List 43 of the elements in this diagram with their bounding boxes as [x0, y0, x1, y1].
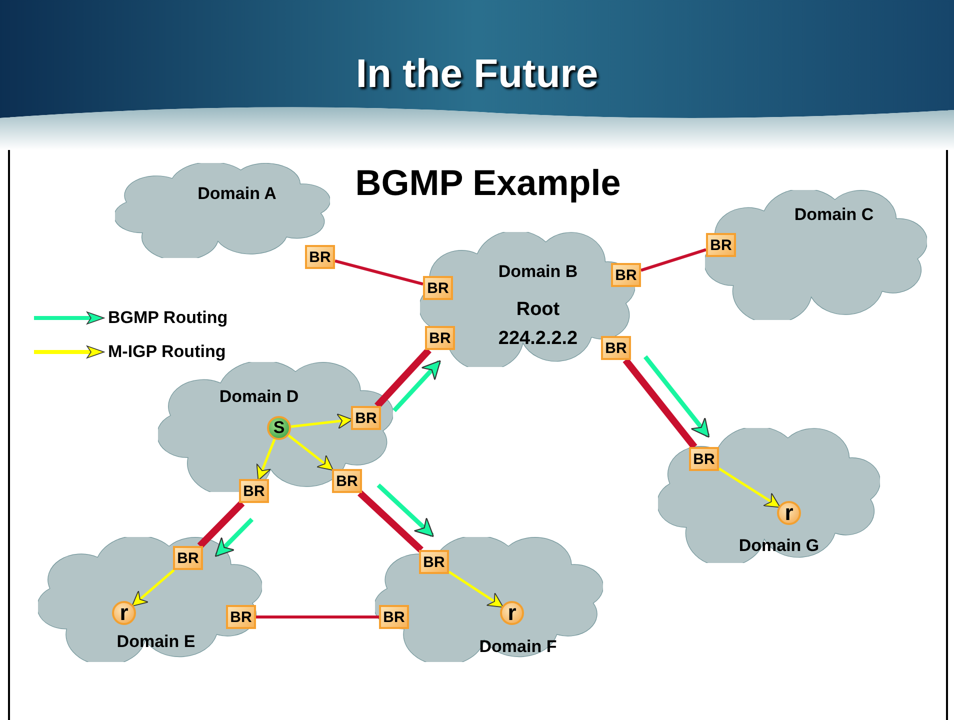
arrow [214, 518, 254, 557]
arrow [448, 570, 504, 608]
domain-label: Domain D [219, 387, 299, 407]
router-box: BR [425, 326, 455, 350]
link-line [197, 500, 245, 548]
router-box: BR [239, 479, 269, 503]
domain-label: Domain F [479, 637, 557, 657]
domain-label: Domain A [198, 184, 276, 204]
router-box: BR [611, 263, 641, 287]
router-box: BR [351, 406, 381, 430]
root-label: Root 224.2.2.2 [497, 298, 579, 351]
link-line [334, 259, 424, 286]
arrow [718, 467, 781, 508]
domain-label: Domain C [794, 205, 874, 225]
router-box: BR [173, 546, 203, 570]
arrow [643, 355, 710, 438]
arrow [256, 438, 276, 481]
domain-label: Domain G [738, 536, 820, 556]
domain-label: Domain E [116, 632, 196, 652]
router-box: BR [332, 469, 362, 493]
router-box: BR [601, 336, 631, 360]
title: In the Future [354, 52, 600, 97]
link-line [374, 348, 432, 408]
arrow [376, 483, 434, 538]
domain-label: Domain B [498, 262, 578, 282]
subtitle: BGMP Example [355, 162, 621, 204]
arrow [392, 360, 441, 412]
router-box: BR [226, 605, 256, 629]
link-line [256, 616, 379, 618]
router-box: BR [689, 447, 719, 471]
link-line [358, 490, 424, 553]
arrow [290, 413, 353, 430]
router-box: BR [419, 550, 449, 574]
arrow [288, 434, 334, 471]
legend-label: BGMP Routing [108, 308, 228, 328]
link-line [622, 358, 698, 450]
arrow [132, 569, 175, 607]
router-box: BR [706, 233, 736, 257]
legend-label: M-IGP Routing [108, 342, 226, 362]
router-box: BR [423, 276, 453, 300]
router-box: BR [379, 605, 409, 629]
link-line [640, 248, 706, 272]
router-box: BR [305, 245, 335, 269]
